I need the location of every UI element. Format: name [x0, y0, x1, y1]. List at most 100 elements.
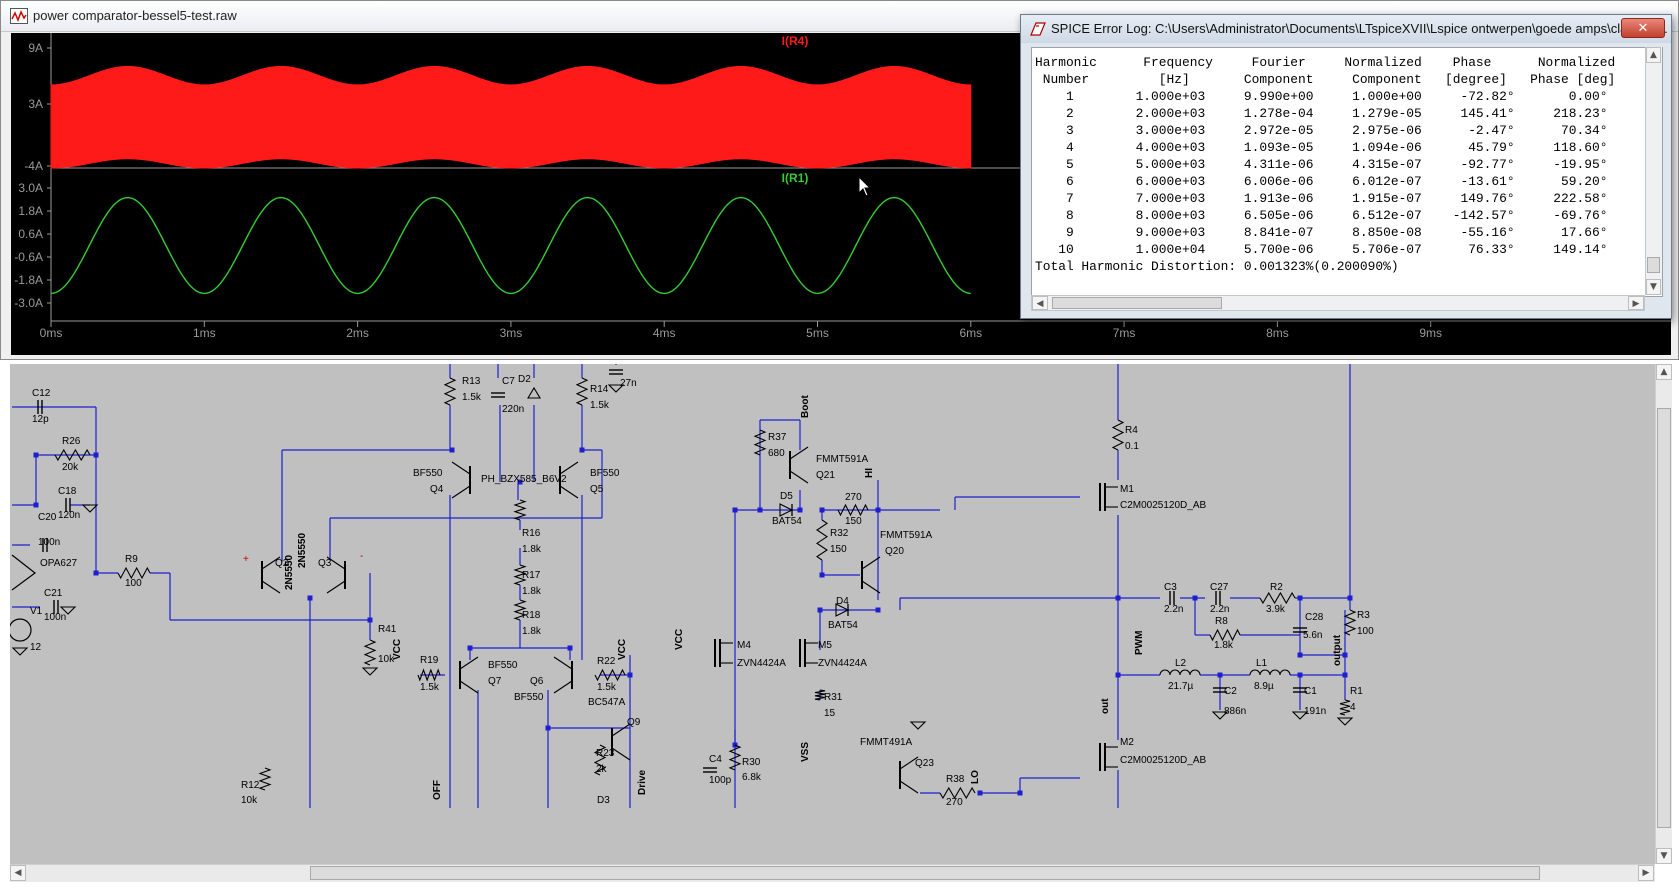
- component-label: C2M0025120D_AB: [1120, 755, 1206, 766]
- y-tick-label: 1.8A: [18, 204, 43, 218]
- vertical-scroll-thumb[interactable]: [1657, 408, 1671, 828]
- inductor-symbol: [1159, 669, 1201, 676]
- resistor-symbol: [939, 786, 976, 800]
- component-label: R2: [1270, 582, 1283, 593]
- transistor-symbol: [451, 485, 471, 499]
- component-label: V1: [30, 606, 43, 617]
- resistor-symbol: [363, 639, 377, 666]
- scroll-left-icon[interactable]: ◀: [10, 865, 26, 881]
- wire-junction: [467, 645, 473, 651]
- component-label: 8.9µ: [1254, 681, 1274, 692]
- schematic-horizontal-scrollbar[interactable]: ◀ ▶: [10, 864, 1655, 882]
- error-log-text-area[interactable]: Harmonic Frequency Fourier Normalized Ph…: [1031, 47, 1663, 297]
- wire-junction: [797, 507, 803, 513]
- scroll-right-icon[interactable]: ▶: [1638, 865, 1654, 881]
- scroll-up-icon[interactable]: ▲: [1646, 47, 1661, 63]
- x-tick-label: 0ms: [40, 326, 63, 340]
- wire-junction: [757, 507, 763, 513]
- transistor-symbol: [451, 461, 471, 475]
- log-vscroll-thumb[interactable]: [1647, 257, 1660, 273]
- transistor-symbol: [861, 556, 881, 570]
- component-label: 2.2n: [1210, 604, 1229, 615]
- x-tick-label: 7ms: [1113, 326, 1136, 340]
- component-label: Q23: [915, 758, 934, 769]
- component-label: 10k: [378, 654, 395, 665]
- error-log-horizontal-scrollbar[interactable]: ◀ ▶: [1031, 295, 1645, 311]
- error-log-vertical-scrollbar[interactable]: ▲ ▼: [1645, 47, 1662, 295]
- component-label: 5.6n: [1303, 630, 1322, 641]
- transistor-symbol: [459, 680, 479, 694]
- close-button[interactable]: ✕: [1621, 18, 1665, 38]
- inductor-symbol: [1249, 669, 1291, 676]
- component-label: Drive: [637, 770, 648, 795]
- component-label: C3: [1164, 582, 1177, 593]
- component-label: 1.5k: [597, 682, 617, 693]
- component-label: 1.8k: [522, 626, 542, 637]
- pin-mark: -: [360, 551, 363, 562]
- component-label: 4: [1350, 702, 1356, 713]
- component-label: FMMT591A: [816, 454, 869, 465]
- wire-junction: [1297, 652, 1303, 658]
- component-label: C4: [709, 754, 722, 765]
- component-label: ZVN4424A: [818, 658, 867, 669]
- resistor-symbol: [837, 503, 869, 517]
- transistor-symbol: [553, 680, 573, 694]
- component-label: 1.8k: [522, 544, 542, 555]
- wire-junction: [1342, 672, 1348, 678]
- component-label: 150: [830, 544, 847, 555]
- transistor-symbol: [789, 446, 809, 460]
- component-label: R22: [597, 656, 616, 667]
- y-tick-label: -1.8A: [14, 273, 43, 287]
- component-label: VSS: [800, 742, 811, 762]
- scroll-right-icon[interactable]: ▶: [1628, 296, 1644, 310]
- component-label: C2: [1224, 686, 1237, 697]
- scroll-left-icon[interactable]: ◀: [1032, 296, 1048, 310]
- horizontal-scroll-thumb[interactable]: [310, 866, 1540, 880]
- component-label: 150: [845, 516, 862, 527]
- component-label: Q4: [430, 484, 444, 495]
- component-label: R4: [1125, 425, 1138, 436]
- component-label: PWM: [1134, 631, 1145, 655]
- component-label: R17: [522, 570, 541, 581]
- wire-junction: [579, 447, 585, 453]
- component-label: BF550: [488, 660, 518, 671]
- y-tick-label: -3.0A: [14, 296, 43, 310]
- ground-icon: [11, 647, 29, 656]
- error-log-title-bar[interactable]: SPICE Error Log: C:\Users\Administrator\…: [1021, 15, 1671, 43]
- component-label: L2: [1175, 658, 1187, 669]
- component-label: C21: [44, 588, 63, 599]
- scroll-down-icon[interactable]: ▼: [1646, 279, 1661, 295]
- resistor-symbol: [513, 599, 527, 621]
- component-label: 1.8k: [1214, 640, 1234, 651]
- wire-junction: [93, 570, 99, 576]
- component-label: R8: [1215, 616, 1228, 627]
- component-label: 27n: [620, 378, 637, 389]
- resistor-symbol: [1343, 609, 1357, 636]
- scroll-down-icon[interactable]: ▼: [1656, 848, 1672, 864]
- wire-junction: [545, 725, 551, 731]
- wire-junction: [449, 447, 455, 453]
- schematic-vertical-scrollbar[interactable]: ▲ ▼: [1655, 364, 1672, 864]
- component-label: 191n: [1304, 706, 1326, 717]
- log-hscroll-thumb[interactable]: [1052, 297, 1222, 309]
- component-label: VCC: [392, 639, 403, 660]
- component-label: 100: [1357, 626, 1374, 637]
- trace-i-r1: [50, 196, 971, 295]
- waveform-title-bar[interactable]: power comparator-bessel5-test.raw: [1, 1, 1678, 32]
- component-label: FMMT491A: [860, 737, 913, 748]
- component-label: Q5: [590, 484, 604, 495]
- component-label: 12p: [32, 414, 49, 425]
- ground-icon: [59, 606, 77, 615]
- component-label: Q6: [530, 676, 544, 687]
- scroll-up-icon[interactable]: ▲: [1656, 364, 1672, 380]
- x-tick-label: 1ms: [193, 326, 216, 340]
- resistor-symbol: [117, 566, 151, 580]
- wire-junction: [1347, 595, 1353, 601]
- x-tick-label: 5ms: [806, 326, 829, 340]
- resistor-symbol: [593, 744, 607, 776]
- component-label: OPA627: [40, 558, 77, 569]
- wire-junction: [1017, 790, 1023, 796]
- component-label: D4: [836, 596, 849, 607]
- ground-icon: [1336, 717, 1354, 726]
